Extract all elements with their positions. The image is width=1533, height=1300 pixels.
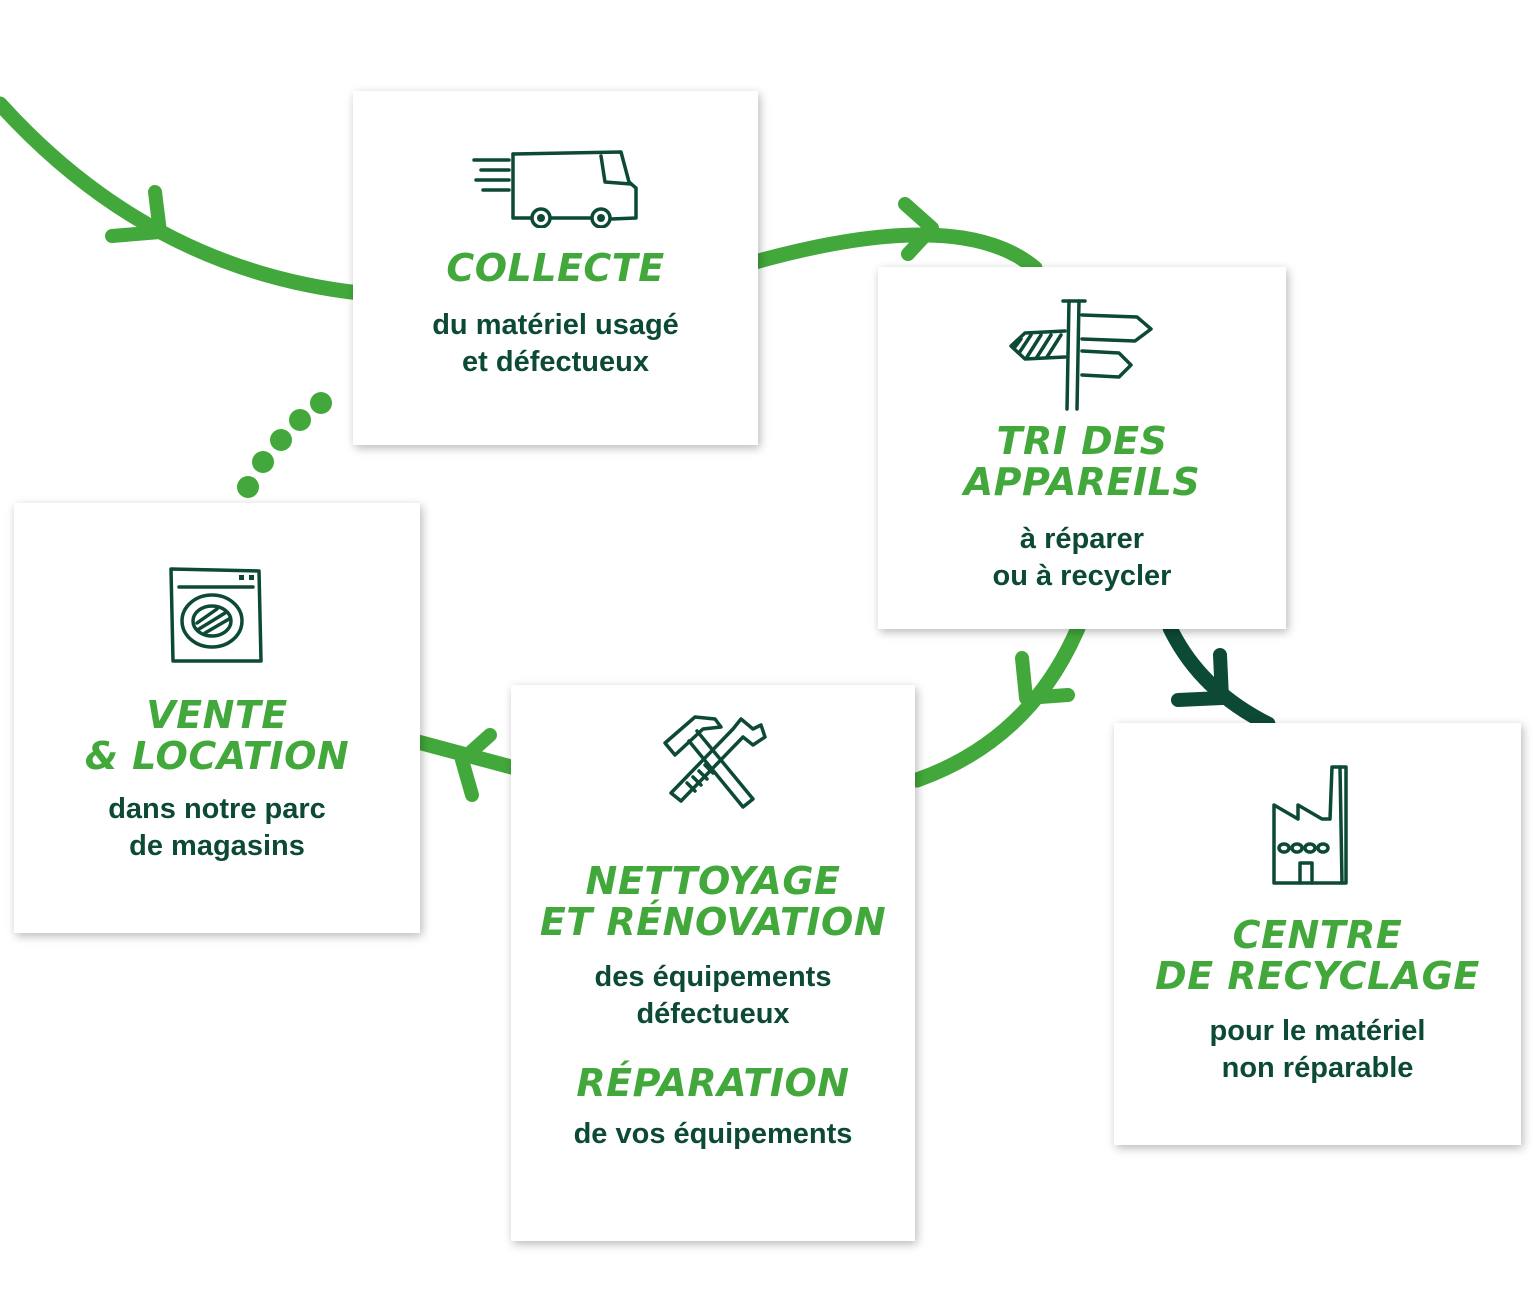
hammer-wrench-icon	[663, 715, 767, 809]
step-title: NETTOYAGE ET RÉNOVATION	[539, 859, 887, 945]
step-description: à réparer ou à recycler	[992, 523, 1172, 593]
step-card-nettoyage: NETTOYAGE ET RÉNOVATION des équipements …	[511, 685, 915, 1241]
step-subtitle-reparation: RÉPARATION	[576, 1061, 850, 1106]
incoming-arrowhead-icon	[105, 185, 167, 243]
step-card-vente: VENTE & LOCATION dans notre parc de maga…	[14, 503, 420, 933]
step-description: du matériel usagé et défectueux	[432, 309, 679, 379]
factory-icon	[1271, 765, 1348, 885]
step-title: VENTE & LOCATION	[84, 693, 350, 779]
arrowhead-collecte-to-tri-icon	[898, 197, 939, 261]
step-description: pour le matériel non réparable	[1209, 1015, 1426, 1085]
step-description: dans notre parc de magasins	[108, 793, 326, 863]
step-subdescription: de vos équipements	[573, 1118, 853, 1151]
step-title: COLLECTE	[446, 246, 665, 290]
arrowhead-nettoyage-to-vente-icon	[455, 728, 497, 802]
arrowhead-tri-to-recyclage-icon	[1171, 648, 1229, 707]
delivery-truck-icon	[471, 150, 638, 228]
signpost-icon	[1009, 299, 1153, 411]
incoming-flow-line	[0, 96, 368, 301]
step-title: TRI DES APPAREILS	[963, 419, 1201, 505]
flow-tri-to-nettoyage	[909, 620, 1086, 788]
dotted-return-path	[237, 392, 332, 498]
washing-machine-icon	[169, 567, 263, 663]
step-card-recyclage: CENTRE DE RECYCLAGE pour le matériel non…	[1114, 723, 1521, 1145]
step-card-tri: TRI DES APPAREILS à réparer ou à recycle…	[878, 267, 1286, 629]
flow-collecte-to-tri	[747, 227, 1043, 276]
arrowhead-tri-to-nettoyage-icon	[1015, 651, 1075, 705]
flow-tri-to-recyclage	[1162, 620, 1276, 732]
step-description: des équipements défectueux	[594, 961, 832, 1031]
step-title: CENTRE DE RECYCLAGE	[1155, 913, 1480, 999]
step-card-collecte: COLLECTE du matériel usagé et défectueux	[353, 91, 758, 445]
